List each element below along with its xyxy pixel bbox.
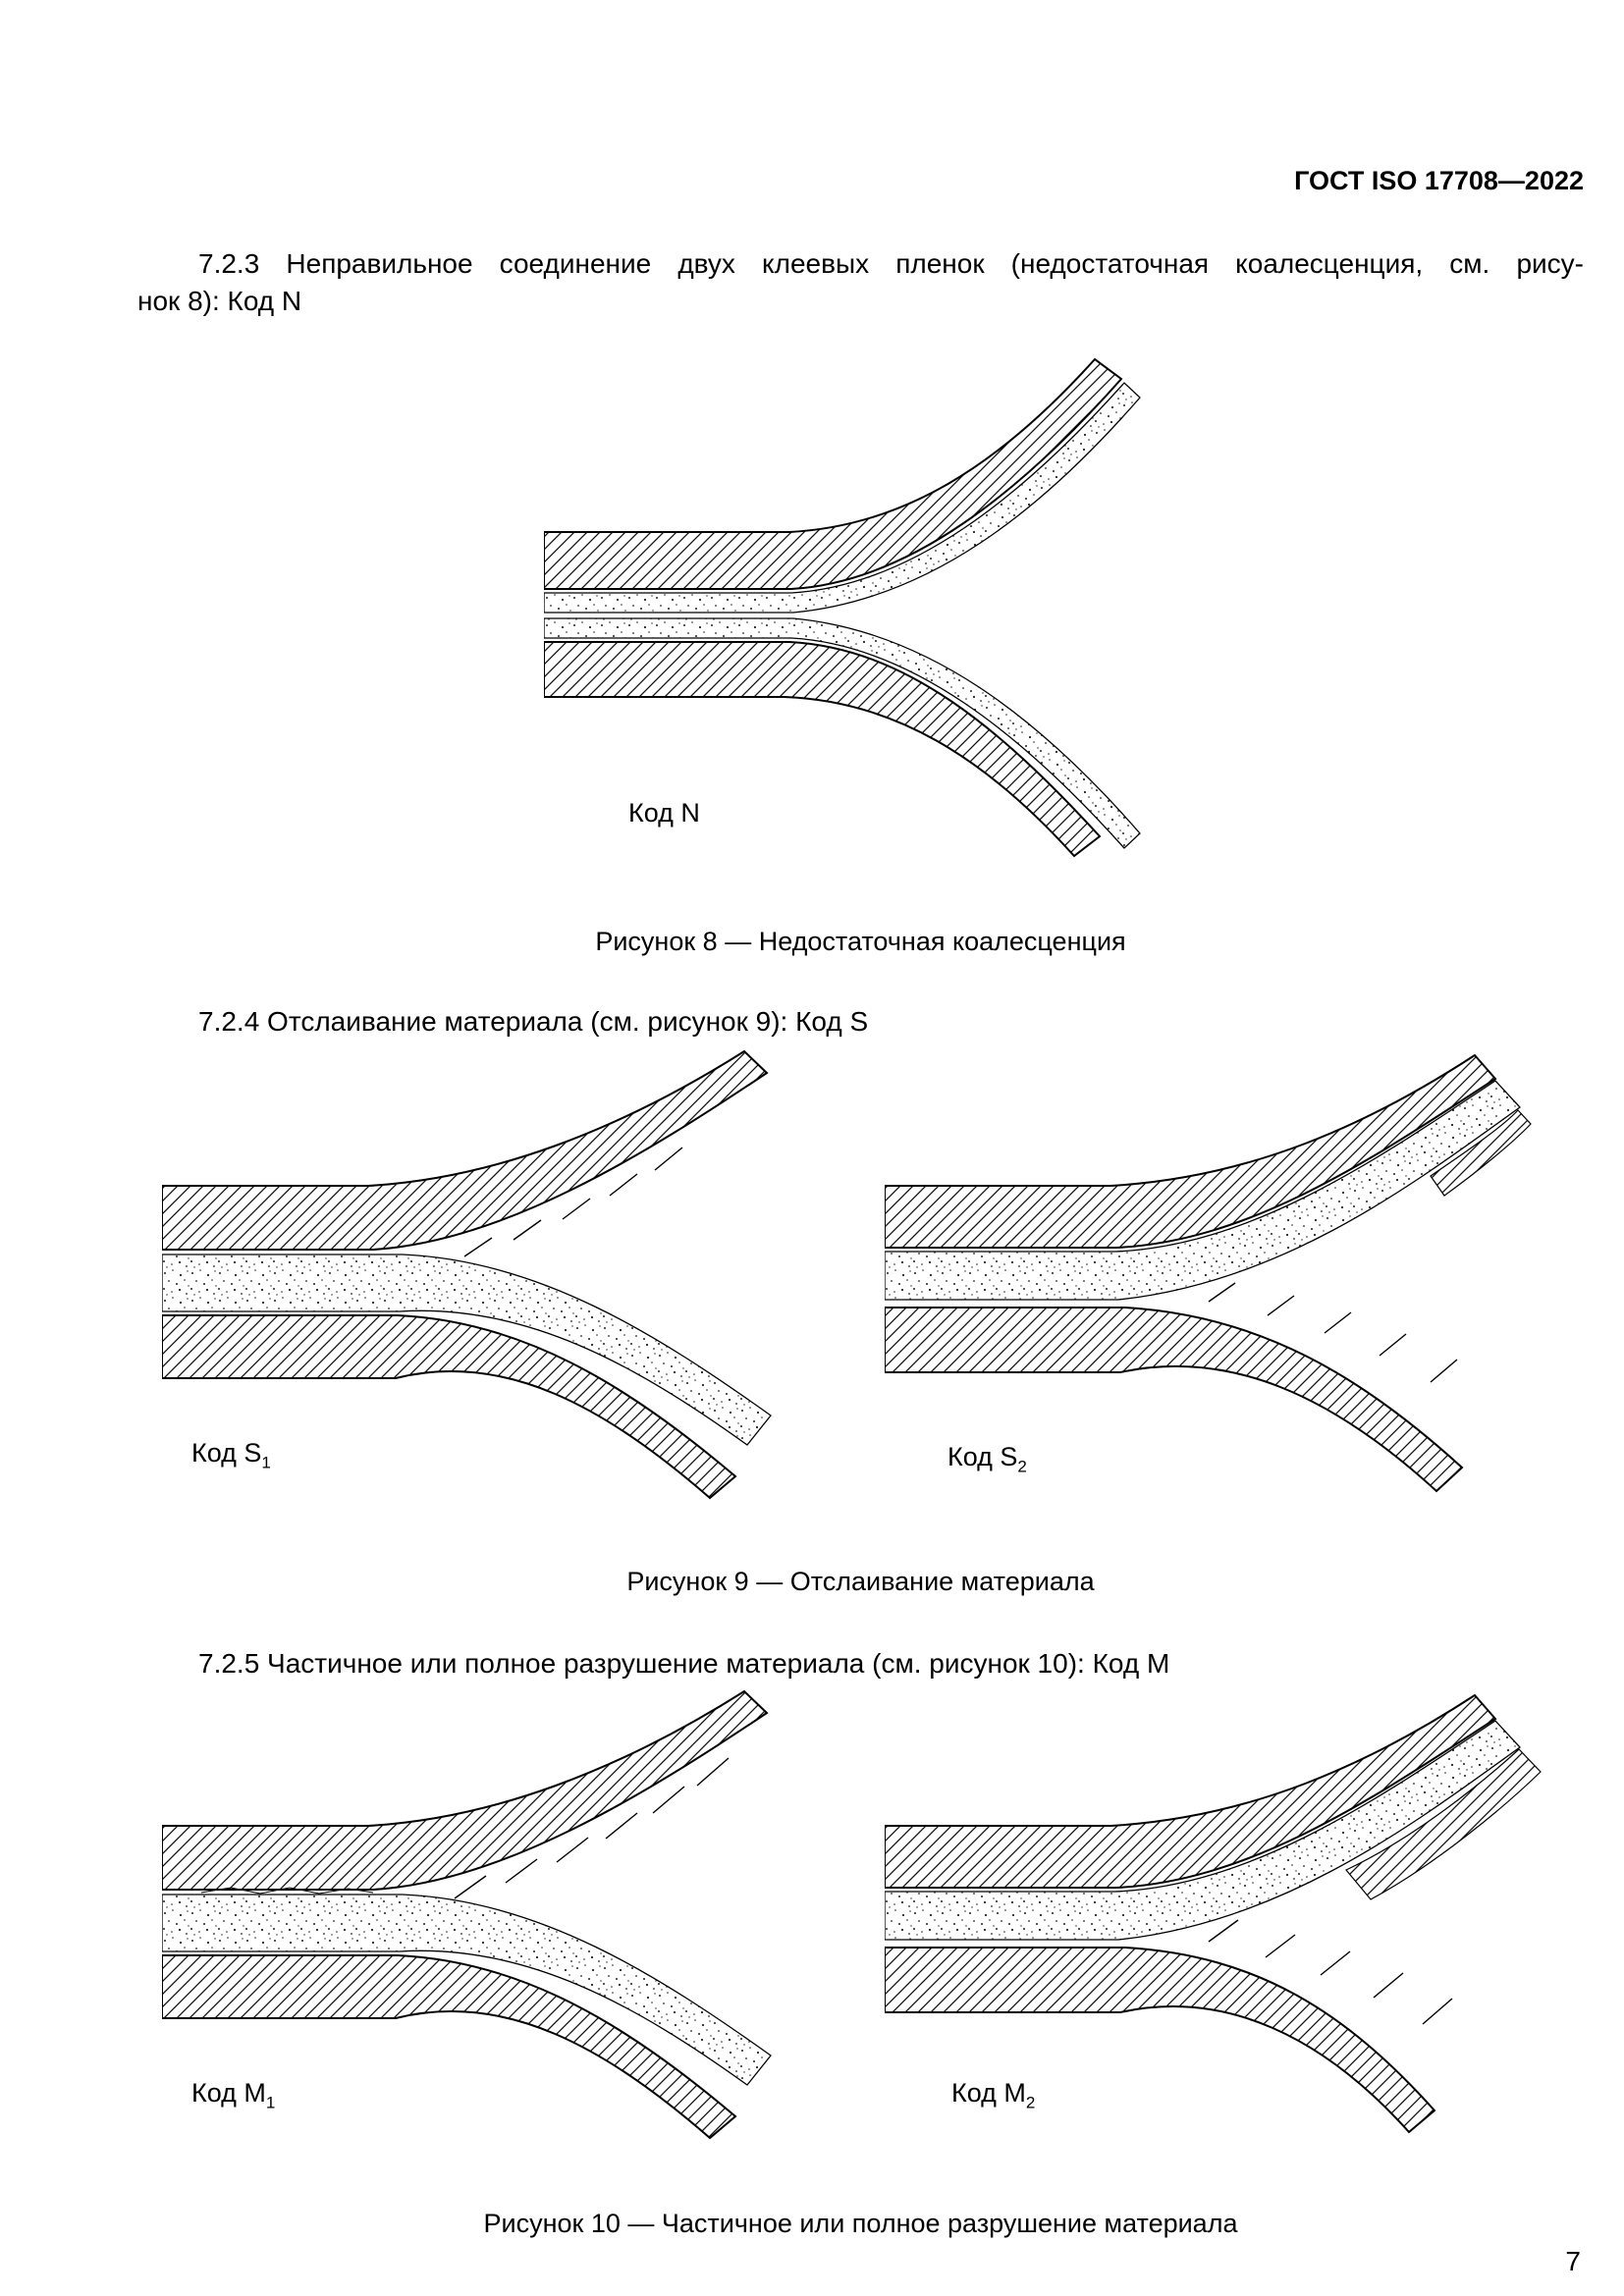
figure-8-diagram bbox=[544, 357, 1141, 858]
figure-8-caption: Рисунок 8 — Недостаточная коалесценция bbox=[595, 927, 1126, 956]
figure-9-left-label: Код S1 bbox=[191, 1437, 271, 1478]
document-header: ГОСТ ISO 17708—2022 bbox=[1294, 166, 1584, 195]
fig10m2-top-substrate bbox=[885, 1693, 1497, 1889]
figure-9-right-label: Код S2 bbox=[947, 1441, 1027, 1482]
figure-9-left-label-text: Код S bbox=[191, 1438, 262, 1468]
fig9s1-adhesive-film bbox=[162, 1254, 772, 1446]
figure-9-right-label-text: Код S bbox=[947, 1442, 1018, 1471]
figure-10-caption: Рисунок 10 — Частичное или полное разруш… bbox=[483, 2209, 1238, 2238]
fig10m2-adhesive-film bbox=[885, 1720, 1521, 1941]
figure-9-right: Код S2 bbox=[885, 1048, 1552, 1520]
figure-10-right-label-text: Код M bbox=[951, 2078, 1026, 2108]
fig9s2-torn-material-marks bbox=[1208, 1282, 1458, 1383]
fig10m1-bottom-substrate bbox=[162, 1954, 737, 2140]
figure-9-left: Код S1 bbox=[162, 1048, 812, 1520]
figure-9: Код S1 Код S2 bbox=[162, 1048, 1584, 1520]
figure-10: Код M1 Код M2 bbox=[162, 1688, 1584, 2160]
fig8-bottom-adhesive-film bbox=[544, 617, 1141, 849]
figure-10-left: Код M1 bbox=[162, 1688, 812, 2160]
fig9s2-top-substrate bbox=[885, 1053, 1497, 1249]
fig9s1-bottom-substrate bbox=[162, 1314, 737, 1500]
page-number: 7 bbox=[1565, 2246, 1581, 2276]
fig10m1-ragged-break-line bbox=[200, 1887, 374, 1895]
figure-10-left-label-subscript: 1 bbox=[265, 2093, 276, 2112]
figure-10-right-diagram bbox=[885, 1693, 1542, 2134]
fig9s2-bottom-substrate bbox=[885, 1307, 1464, 1493]
paragraph-7-2-3-line1: 7.2.3 Неправильное соединение двух клеев… bbox=[198, 248, 1584, 279]
figure-9-right-label-subscript: 2 bbox=[1017, 1457, 1027, 1476]
fig10m1-torn-material-marks bbox=[454, 1757, 730, 1899]
fig9s1-torn-material-marks bbox=[463, 1147, 683, 1257]
fig8-top-substrate bbox=[544, 357, 1123, 590]
fig10m2-torn-material-marks bbox=[1208, 1919, 1453, 2025]
figure-10-right: Код M2 bbox=[885, 1688, 1552, 2160]
fig10m1-adhesive-film bbox=[162, 1894, 772, 2086]
figure-9-caption: Рисунок 9 — Отслаивание материала bbox=[626, 1567, 1095, 1596]
figure-9-left-diagram bbox=[162, 1049, 772, 1500]
figure-10-left-label: Код M1 bbox=[191, 2077, 275, 2118]
paragraph-7-2-5: 7.2.5 Частичное или полное разрушение ма… bbox=[198, 1648, 1170, 1679]
fig9s2-adhesive-film bbox=[885, 1080, 1521, 1301]
figure-9-left-label-subscript: 1 bbox=[261, 1453, 271, 1472]
fig10m2-bottom-substrate bbox=[885, 1947, 1436, 2134]
fig10m2-torn-material-sliver bbox=[1345, 1748, 1542, 1900]
figure-9-right-diagram bbox=[885, 1053, 1532, 1493]
page-content: ГОСТ ISO 17708—2022 7.2.3 Неправильное с… bbox=[137, 166, 1584, 2238]
fig10m1-top-substrate bbox=[162, 1689, 769, 1891]
fig8-bottom-substrate bbox=[544, 641, 1102, 858]
figure-10-right-label: Код M2 bbox=[951, 2077, 1035, 2118]
paragraph-7-2-3-line2: нок 8): Код N bbox=[137, 286, 302, 316]
fig8-top-adhesive-film bbox=[544, 382, 1141, 614]
fig9s1-top-substrate bbox=[162, 1049, 769, 1251]
figure-8-code-label: Код N bbox=[628, 797, 700, 828]
fig9s2-torn-material-sliver bbox=[1430, 1109, 1532, 1197]
figure-10-left-diagram bbox=[162, 1689, 772, 2140]
figure-8: Код N bbox=[544, 346, 1153, 866]
figure-10-right-label-subscript: 2 bbox=[1025, 2093, 1036, 2112]
paragraph-7-2-3: 7.2.3 Неправильное соединение двух клеев… bbox=[137, 245, 1584, 320]
figure-10-left-label-text: Код M bbox=[191, 2078, 266, 2108]
figure-8-code-text: Код N bbox=[628, 798, 700, 828]
paragraph-7-2-4: 7.2.4 Отслаивание материала (см. рисунок… bbox=[198, 1006, 869, 1037]
